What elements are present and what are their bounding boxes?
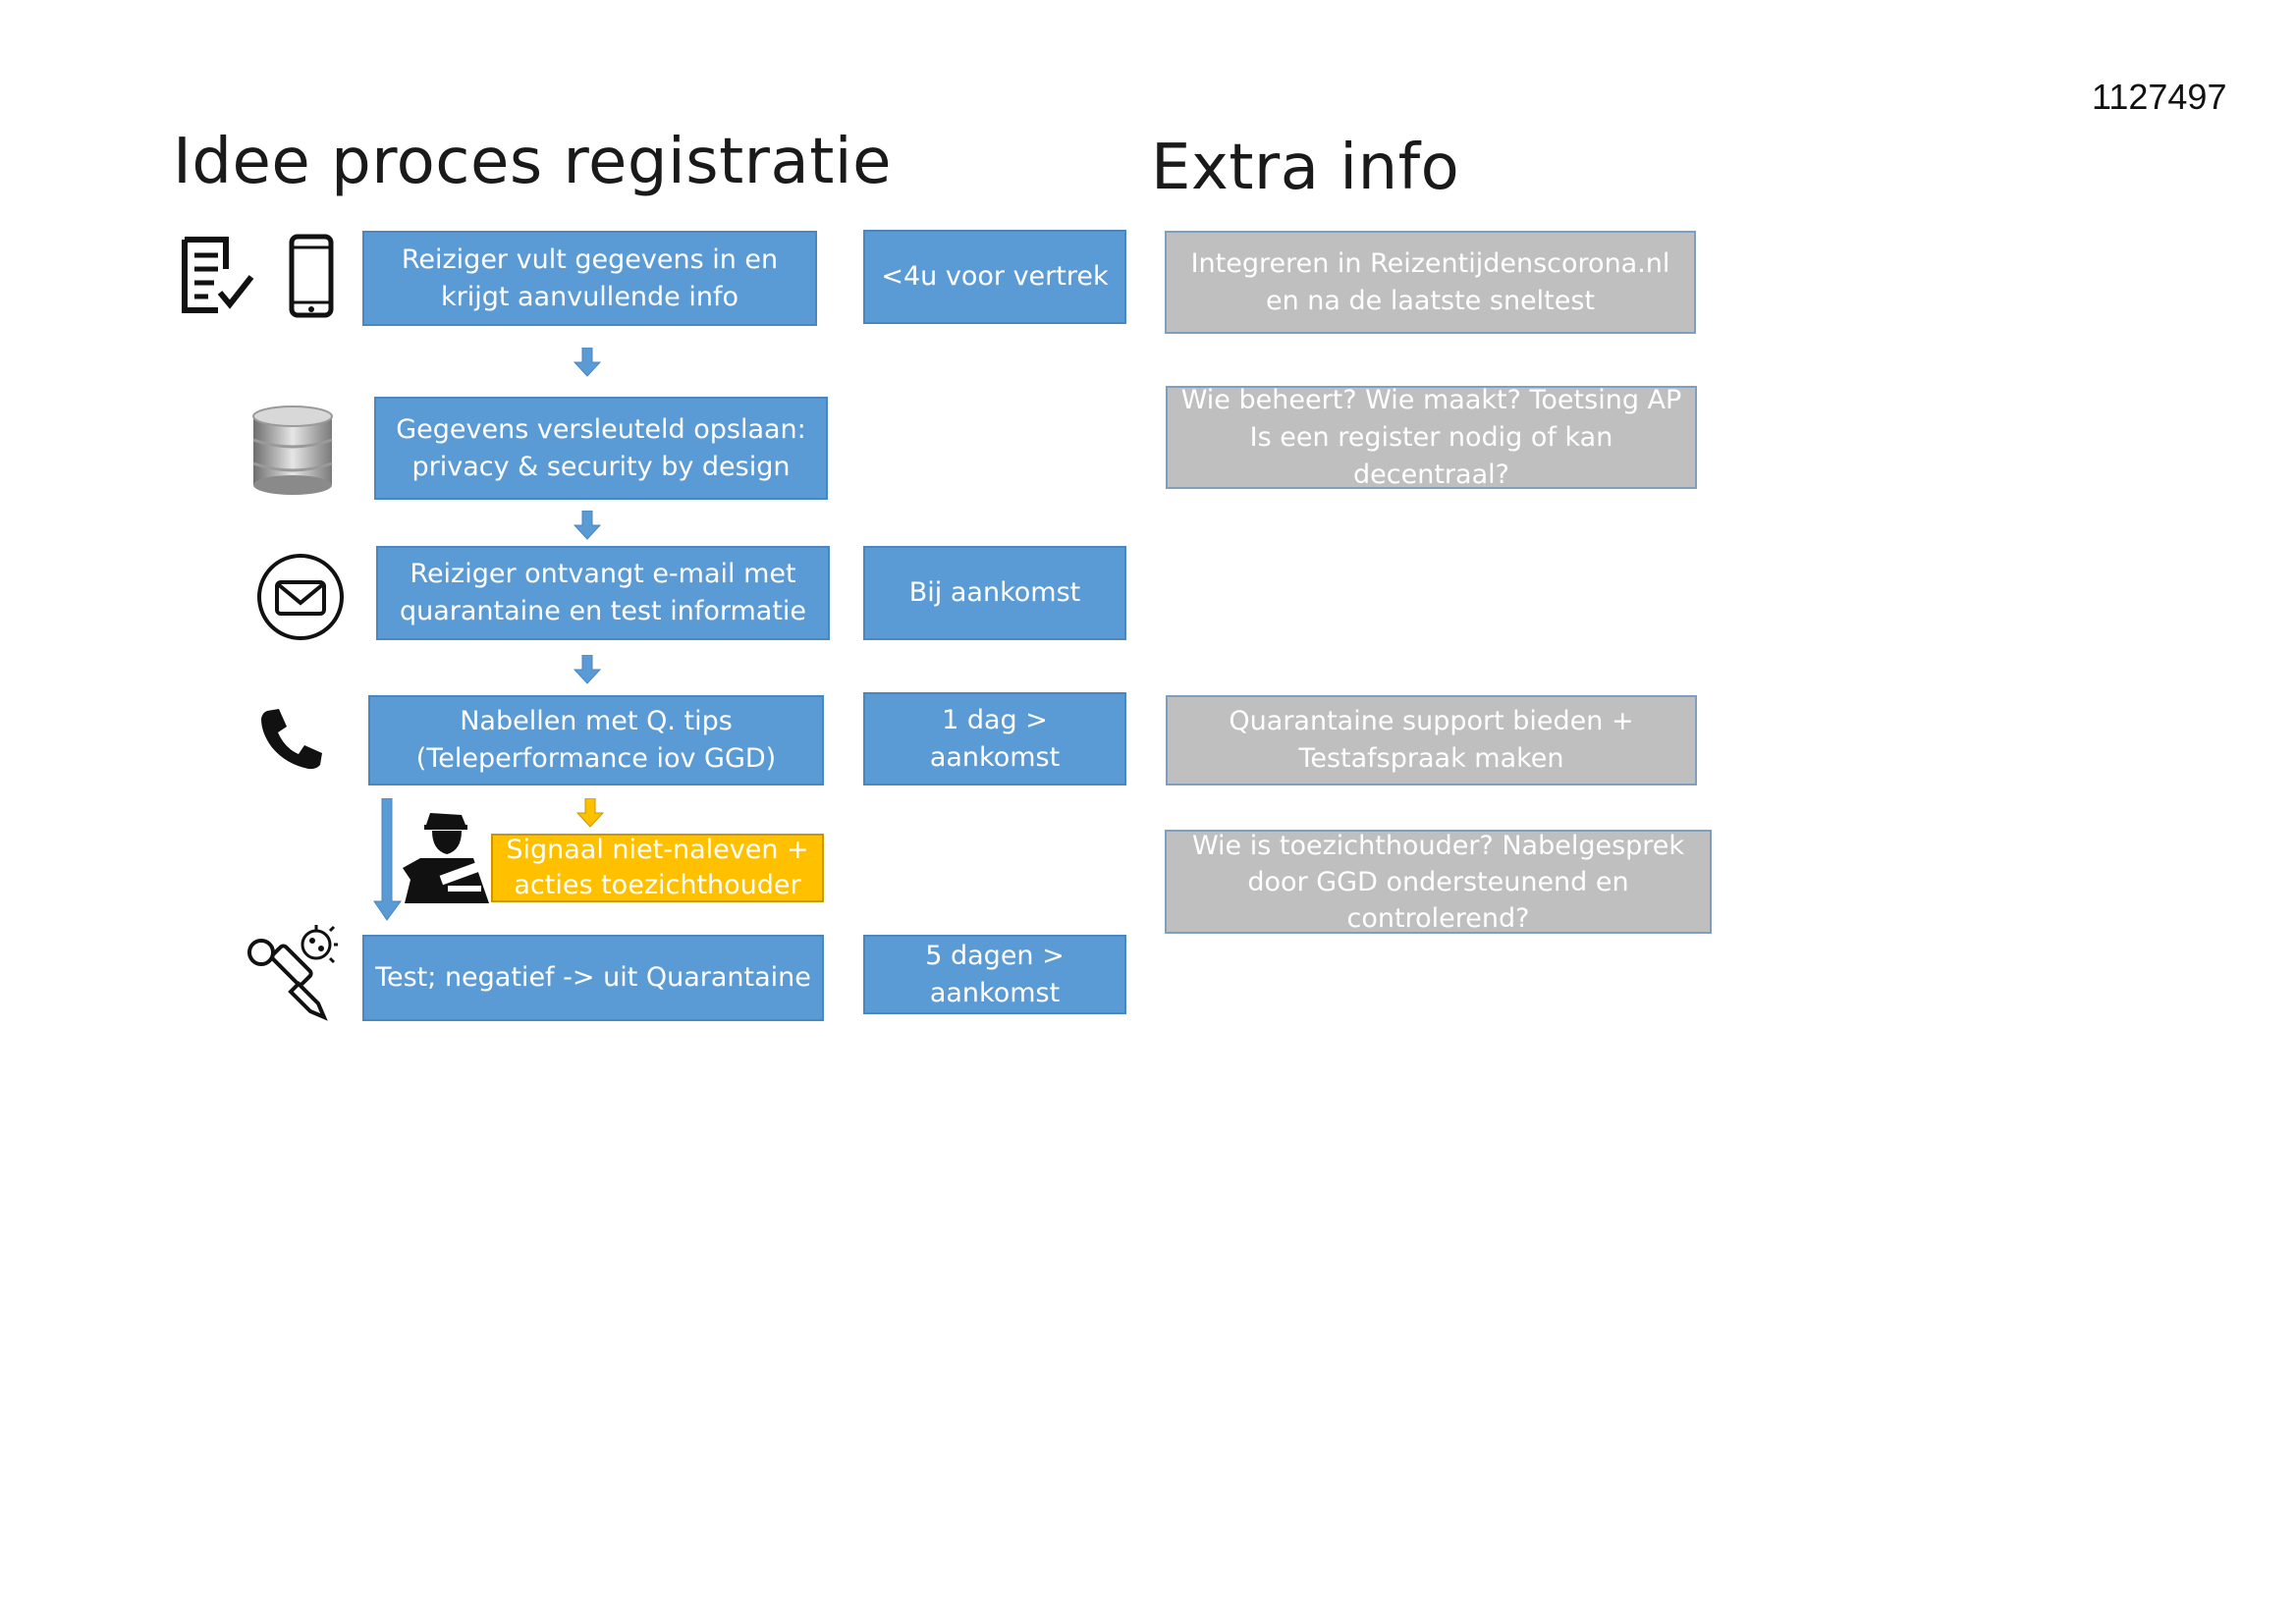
extra-info-title: Extra info (1151, 132, 1460, 204)
step-1-timing: <4u voor vertrek (863, 230, 1126, 324)
step-4-box: Nabellen met Q. tips (Teleperformance io… (368, 695, 824, 785)
smartphone-icon (289, 234, 334, 318)
database-icon (252, 406, 333, 495)
form-checklist-icon (182, 237, 254, 313)
virus-test-pipette-icon (247, 925, 338, 1021)
arrow-down-icon (574, 348, 601, 377)
phone-handset-icon (261, 709, 322, 770)
email-envelope-icon (257, 554, 344, 640)
step-3-timing: Bij aankomst (863, 546, 1126, 640)
step-4-info: Quarantaine support bieden + Testafspraa… (1166, 695, 1697, 785)
step-5-info: Wie is toezichthouder? Nabelgesprek door… (1165, 830, 1712, 934)
long-arrow-down-icon (373, 798, 402, 921)
step-3-box: Reiziger ontvangt e-mail met quarantaine… (376, 546, 830, 640)
arrow-down-icon (574, 511, 601, 540)
step-5-signal-box: Signaal niet-naleven + acties toezichtho… (491, 834, 824, 902)
arrow-down-yellow-icon (576, 798, 604, 828)
step-4-timing: 1 dag > aankomst (863, 692, 1126, 785)
step-6-timing: 5 dagen > aankomst (863, 935, 1126, 1014)
arrow-down-icon (574, 655, 601, 684)
step-1-box: Reiziger vult gegevens in en krijgt aanv… (362, 231, 817, 326)
step-2-info: Wie beheert? Wie maakt? Toetsing AP Is e… (1166, 385, 1697, 490)
document-id: 1127497 (2092, 77, 2227, 117)
police-officer-icon (403, 813, 489, 903)
step-6-box: Test; negatief -> uit Quarantaine (362, 935, 824, 1021)
step-2-box: Gegevens versleuteld opslaan: privacy & … (374, 397, 828, 500)
process-title: Idee proces registratie (173, 126, 892, 198)
step-1-info: Integreren in Reizentijdenscorona.nl en … (1165, 231, 1696, 334)
